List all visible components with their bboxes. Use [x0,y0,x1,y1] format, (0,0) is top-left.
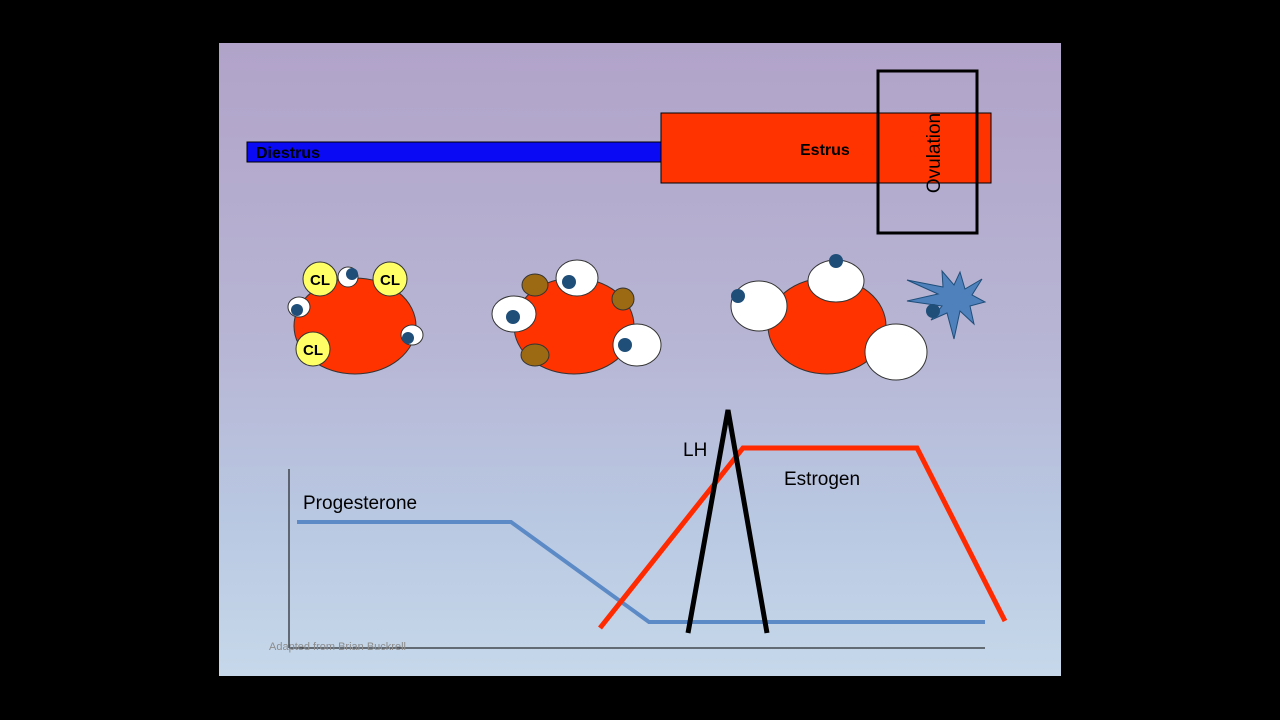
oocyte [618,338,632,352]
lh-line [685,409,770,634]
corpus-luteum [302,261,338,297]
diestrus-label: Diestrus [256,145,320,162]
ovary-diestrus: CL CL CL [287,261,424,375]
cl-label: CL [310,272,330,289]
estrus-bar [660,112,992,184]
regressing-cl [521,273,549,297]
oocyte [346,268,358,280]
cl-label: CL [380,272,400,289]
estrus-label: Estrus [800,142,850,159]
oocyte [926,304,940,318]
ovulation-box [876,69,979,235]
ovary-proestrus [491,259,662,375]
estrogen-line [598,445,1008,630]
estrogen-label: Estrogen [784,469,860,490]
oocyte [506,310,520,324]
follicle [864,323,928,381]
ovulation-label: Ovulation [924,113,945,193]
progesterone-line [297,520,985,624]
oocyte [731,289,745,303]
hormone-graph: Progesterone Estrogen LH Adapted from Br… [269,409,1008,653]
slide: Diestrus Estrus Ovulation CL CL CL [219,43,1061,676]
lh-label: LH [683,440,707,461]
corpus-luteum [295,331,331,367]
regressing-cl [611,287,635,311]
cl-label: CL [303,342,323,359]
oocyte [829,254,843,268]
progesterone-label: Progesterone [303,493,417,514]
credit-text: Adapted from Brian Buckrell [269,641,406,653]
oocyte [562,275,576,289]
follicle [555,259,599,297]
follicle [730,280,788,332]
oocyte [291,304,303,316]
corpus-luteum [372,261,408,297]
ovarian-cycle-diagram: Diestrus Estrus Ovulation CL CL CL [246,69,1008,653]
regressing-cl [520,343,550,367]
oocyte [402,332,414,344]
ovary-estrus [730,254,987,381]
follicle [612,323,662,367]
ovulated-oocyte-burst [906,269,987,340]
